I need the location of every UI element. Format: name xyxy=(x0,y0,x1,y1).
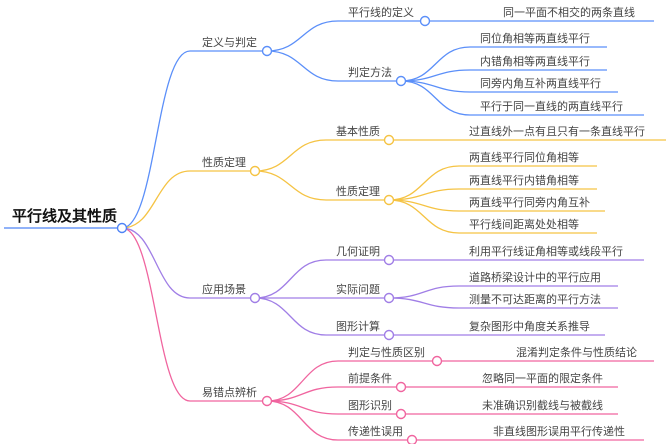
leaf-node[interactable]: 两直线平行同位角相等 xyxy=(469,150,579,164)
subtopic-connector xyxy=(266,50,339,82)
leaf-connector xyxy=(388,199,460,234)
leaf-node[interactable]: 测量不可达距离的平行方法 xyxy=(469,292,601,306)
subtopic-node[interactable]: 传递性误用 xyxy=(348,424,403,438)
branch-connector xyxy=(121,170,191,229)
branch-connector xyxy=(121,50,191,229)
subtopic-node[interactable]: 前提条件 xyxy=(348,371,392,385)
leaf-node[interactable]: 同一平面不相交的两条直线 xyxy=(503,5,635,19)
leaf-node[interactable]: 两直线平行同旁内角互补 xyxy=(469,195,590,209)
branch-node[interactable]: 性质定理 xyxy=(202,155,246,169)
collapse-toggle-icon[interactable] xyxy=(383,194,395,206)
collapse-toggle-icon[interactable] xyxy=(383,254,395,266)
leaf-node[interactable]: 混淆判定条件与性质结论 xyxy=(516,345,637,359)
leaf-node[interactable]: 内错角相等两直线平行 xyxy=(480,54,590,68)
subtopic-node[interactable]: 实际问题 xyxy=(336,282,380,296)
subtopic-node[interactable]: 图形识别 xyxy=(348,399,392,412)
leaf-node[interactable]: 过直线外一点有且只有一条直线平行 xyxy=(469,124,645,138)
root-node-title[interactable]: 平行线及其性质 xyxy=(12,207,117,225)
subtopic-connector xyxy=(266,400,339,441)
leaf-node[interactable]: 忽略同一平面的限定条件 xyxy=(482,371,603,385)
subtopic-connector xyxy=(254,139,327,172)
leaf-node[interactable]: 复杂图形中角度关系推导 xyxy=(469,319,590,333)
subtopic-node[interactable]: 性质定理 xyxy=(336,184,380,198)
collapse-toggle-icon[interactable] xyxy=(395,75,407,87)
leaf-node[interactable]: 利用平行线证角相等或线段平行 xyxy=(469,244,623,258)
collapse-toggle-icon[interactable] xyxy=(383,329,395,341)
collapse-toggle-icon[interactable] xyxy=(383,134,395,146)
leaf-connector xyxy=(388,165,460,201)
branch-node[interactable]: 易错点辨析 xyxy=(202,385,257,399)
leaf-node[interactable]: 平行线间距离处处相等 xyxy=(469,217,579,231)
branch-node[interactable]: 定义与判定 xyxy=(202,35,257,49)
leaf-node[interactable]: 同位角相等两直线平行 xyxy=(480,31,590,45)
subtopic-connector xyxy=(266,400,339,415)
collapse-toggle-icon[interactable] xyxy=(431,355,443,367)
collapse-toggle-icon[interactable] xyxy=(261,395,273,407)
leaf-connector xyxy=(400,46,471,82)
subtopic-connector xyxy=(254,259,327,299)
subtopic-connector xyxy=(254,297,327,336)
leaf-node[interactable]: 两直线平行内错角相等 xyxy=(469,173,579,187)
collapse-toggle-icon[interactable] xyxy=(395,381,407,393)
collapse-toggle-icon[interactable] xyxy=(419,15,431,27)
leaf-node[interactable]: 同旁内角互补两直线平行 xyxy=(480,76,601,90)
leaf-connector xyxy=(388,285,460,299)
subtopic-node[interactable]: 几何证明 xyxy=(336,245,380,258)
subtopic-connector xyxy=(266,360,339,402)
subtopic-node[interactable]: 平行线的定义 xyxy=(348,5,414,19)
collapse-toggle-icon[interactable] xyxy=(383,292,395,304)
collapse-toggle-icon[interactable] xyxy=(249,292,261,304)
leaf-connector xyxy=(388,297,460,309)
subtopic-node[interactable]: 图形计算 xyxy=(336,319,380,333)
subtopic-node[interactable]: 判定方法 xyxy=(348,65,392,79)
collapse-toggle-icon[interactable] xyxy=(395,408,407,420)
collapse-toggle-icon[interactable] xyxy=(249,165,261,177)
branch-connector xyxy=(121,227,191,299)
leaf-node[interactable]: 非直线图形误用平行传递性 xyxy=(493,424,625,438)
subtopic-connector xyxy=(266,386,339,402)
leaf-node[interactable]: 未准确识别截线与被截线 xyxy=(482,398,603,412)
leaf-node[interactable]: 道路桥梁设计中的平行应用 xyxy=(469,270,601,284)
collapse-toggle-icon[interactable] xyxy=(261,45,273,57)
collapse-toggle-icon[interactable] xyxy=(116,222,128,234)
leaf-node[interactable]: 平行于同一直线的两直线平行 xyxy=(480,99,623,113)
branch-node[interactable]: 应用场景 xyxy=(202,282,246,296)
collapse-toggle-icon[interactable] xyxy=(406,434,418,444)
subtopic-connector xyxy=(254,170,327,201)
branch-connector xyxy=(121,227,191,402)
subtopic-node[interactable]: 基本性质 xyxy=(336,124,380,138)
leaf-connector xyxy=(400,80,471,116)
subtopic-node[interactable]: 判定与性质区别 xyxy=(348,345,425,359)
subtopic-connector xyxy=(266,20,339,52)
